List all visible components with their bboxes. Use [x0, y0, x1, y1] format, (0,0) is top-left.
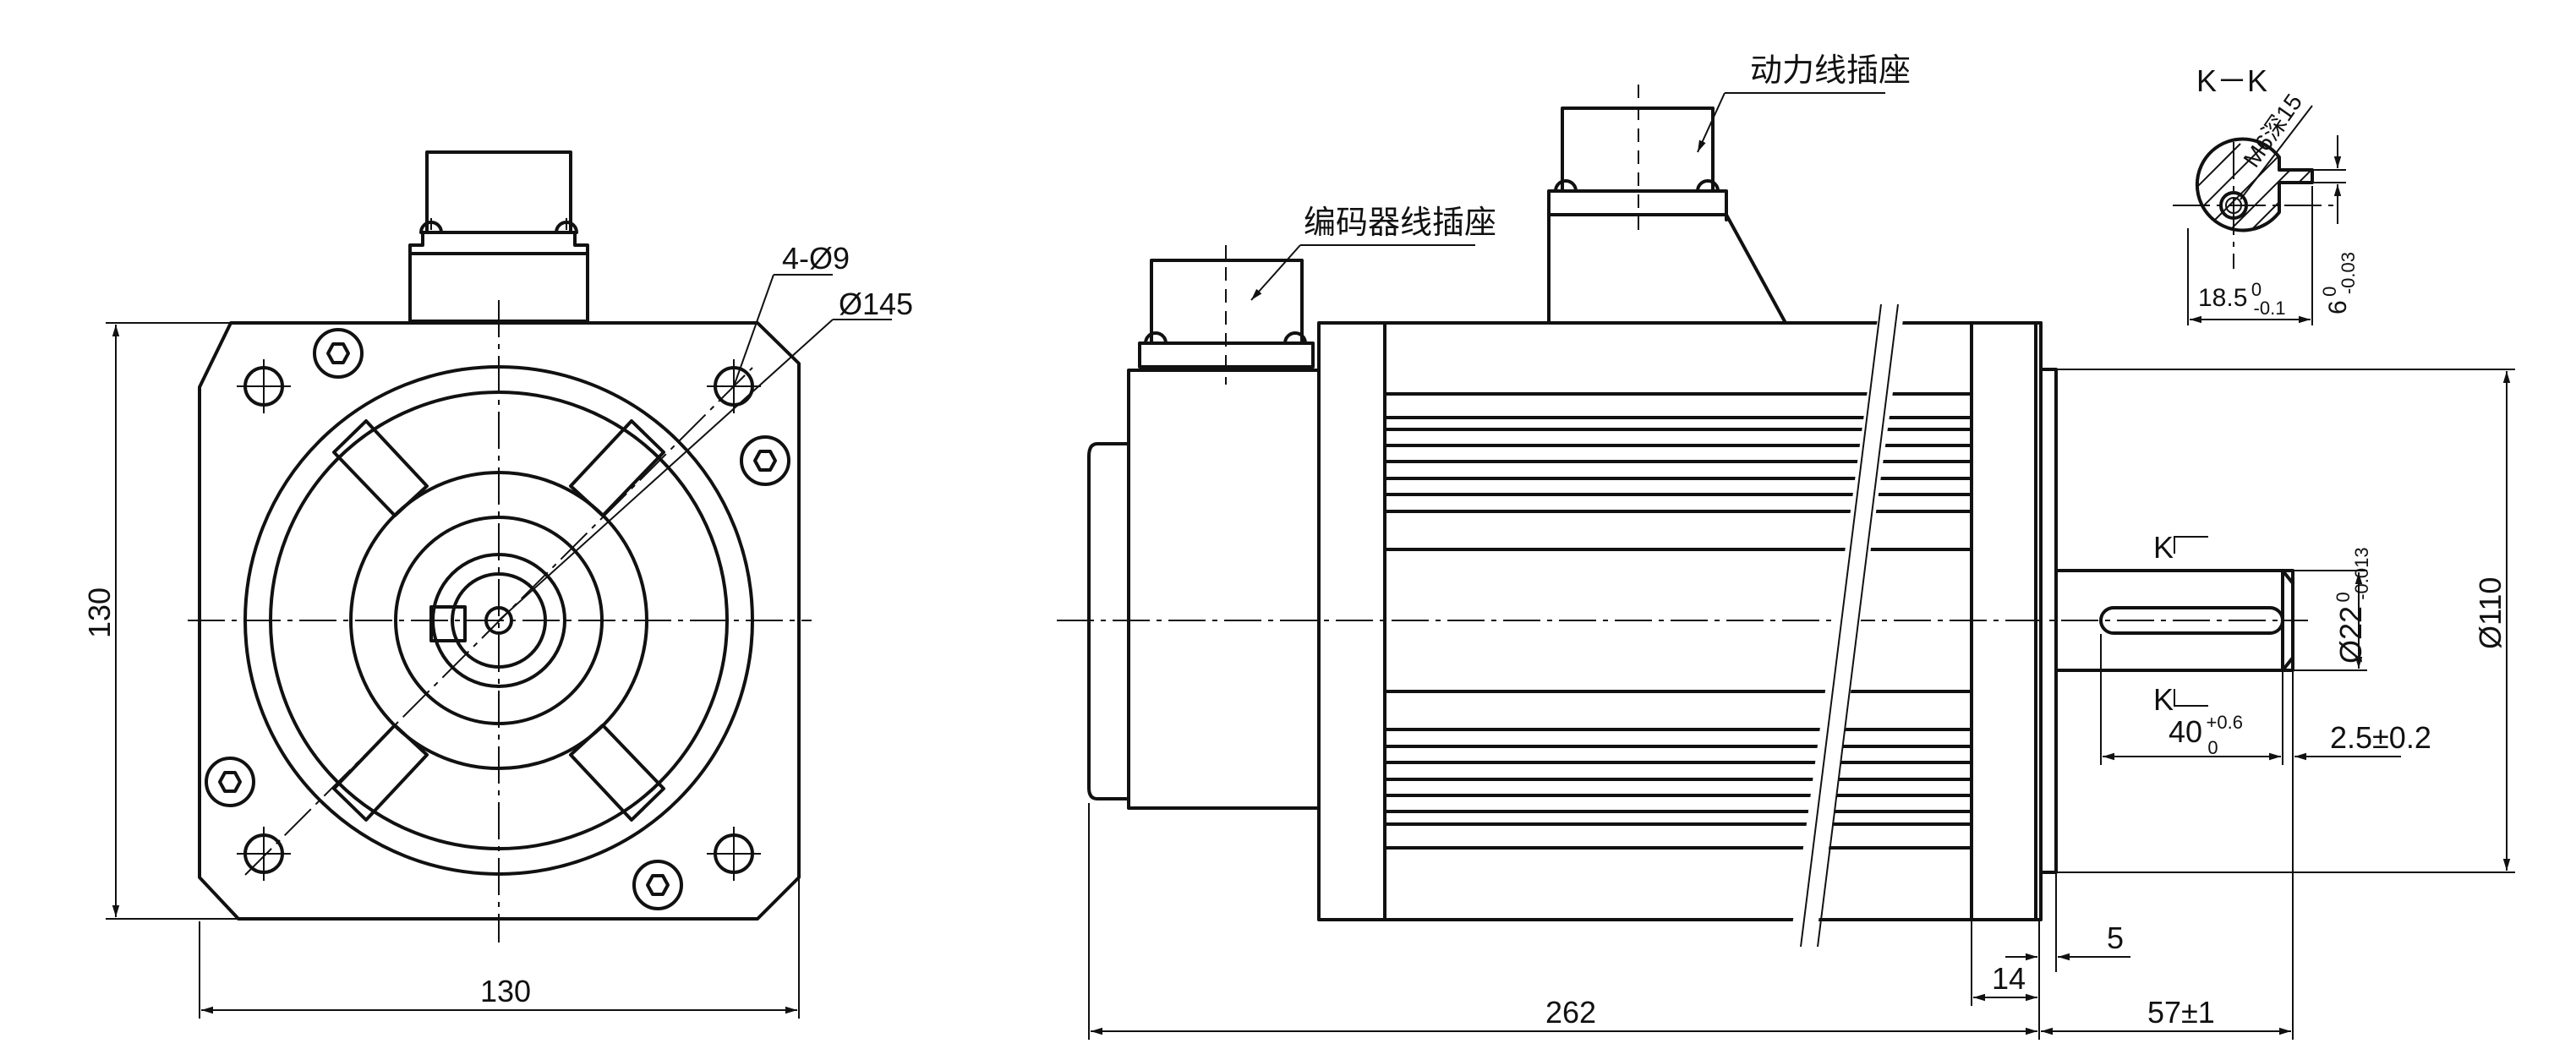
dim-flange-thickness: 14: [1992, 961, 2026, 996]
section-marker-bottom: K: [2153, 682, 2174, 717]
dim-bolt-circle: Ø145: [839, 287, 913, 321]
section-key-depth-dimension: [2187, 186, 2313, 325]
front-width-dimension: [199, 879, 800, 1019]
side-shaft-keyway: [2099, 606, 2284, 635]
section-thread-leader: [2240, 105, 2313, 200]
side-power-connector: [1547, 85, 1885, 325]
front-bolt-circle: [269, 391, 729, 850]
dim-overall-length: 262: [1545, 995, 1596, 1030]
side-rear-cap: [1087, 442, 1130, 800]
side-view: 编码器线插座: [1057, 52, 2515, 1040]
section-markers: [2174, 536, 2208, 707]
dim-key-width: 6 0 -0.03: [2319, 252, 2359, 314]
label-encoder-connector: 编码器线插座: [1304, 204, 1496, 241]
front-center-hole: [484, 606, 513, 635]
side-break-lines: [1790, 303, 1905, 948]
dim-spigot-diameter: Ø110: [2473, 577, 2508, 649]
shaft-diameter-dimension: [2293, 570, 2367, 671]
dim-thread: M6深15: [2239, 89, 2308, 172]
dim-shaft-end-gap: 2.5±0.2: [2330, 720, 2431, 755]
spigot-depth-dimension: [2005, 874, 2130, 972]
front-key: [429, 605, 467, 642]
dim-front-height: 130: [82, 587, 117, 638]
dim-shaft-length: 57±1: [2147, 995, 2215, 1030]
front-hex-screws: [205, 328, 790, 910]
spigot-diameter-dimension: [2056, 369, 2515, 873]
flange-thickness-dimension: [1971, 921, 2037, 1006]
section-title: K－K: [2196, 63, 2267, 98]
dim-key-length: 40 +0.6 0: [2169, 712, 2246, 758]
front-view: 4-Ø9 Ø145 130 130: [82, 150, 913, 1019]
dim-bolt-holes: 4-Ø9: [782, 241, 850, 276]
front-outer-ring: [243, 365, 754, 876]
front-height-dimension: [106, 322, 238, 920]
label-power-connector: 动力线插座: [1750, 52, 1911, 89]
dim-spigot-depth: 5: [2107, 921, 2124, 955]
section-key-width-dimension: [2314, 135, 2346, 224]
dim-key-depth: 18.5 0 -0.1: [2198, 279, 2285, 319]
section-marker-top: K: [2153, 530, 2174, 565]
side-encoder-connector: [1138, 244, 1475, 385]
section-view: K－K M6深15 18.5 0: [2173, 63, 2359, 325]
overall-length-dimension: [1088, 672, 2294, 1040]
front-flange-outline: [198, 321, 801, 921]
front-boss: [394, 516, 604, 725]
side-encoder-housing: [1127, 369, 1321, 810]
dim-front-width: 130: [480, 974, 531, 1008]
dim-shaft-diameter: Ø22 0 -0.013: [2333, 547, 2372, 664]
front-connector: [408, 150, 589, 323]
front-diagonal-centerline-a: [244, 367, 753, 876]
front-leaders: [498, 274, 892, 621]
side-shaft: [2054, 569, 2294, 672]
front-inner-face: [349, 471, 648, 770]
section-outline: [2195, 137, 2314, 232]
front-shaft: [451, 572, 547, 669]
